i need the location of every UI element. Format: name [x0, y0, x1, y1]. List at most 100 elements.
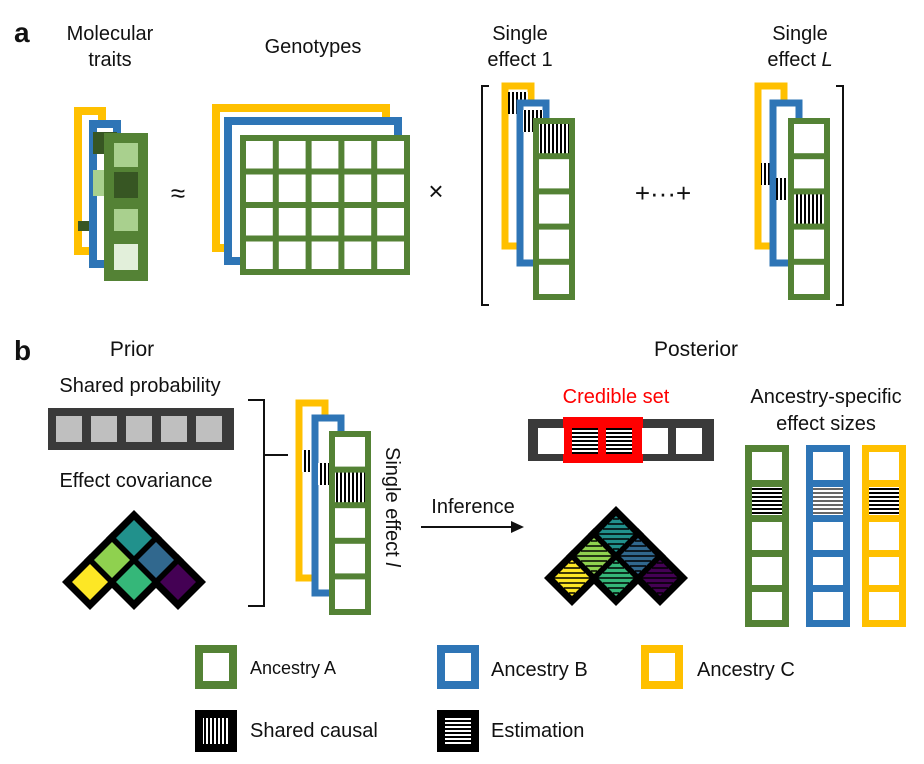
single-effect-l-ancestry-a-cell: [335, 508, 365, 538]
credible-set-bar: [528, 417, 714, 463]
genotype-cell: [278, 241, 306, 269]
legend-label-ancestry-c: Ancestry C: [697, 659, 795, 681]
single-effect-l-stack: [295, 399, 371, 615]
effect-size-cell: [752, 557, 782, 585]
effect-size-cell: [869, 522, 899, 550]
effect-size-cell: [752, 522, 782, 550]
legend-label-estimation: Estimation: [491, 720, 584, 742]
effect-size-cell: [813, 487, 843, 515]
set-cell: [538, 428, 564, 454]
molecular-traits-label-line1: Molecular: [67, 23, 154, 45]
single-effect-l-vertical-label: Single effect l: [381, 447, 403, 567]
inference-arrow: [421, 521, 524, 533]
genotype-cell: [344, 208, 372, 236]
estimation-pattern: [445, 718, 471, 744]
genotype-cell: [377, 241, 404, 269]
credible-set-cell: [606, 428, 632, 454]
single-effect-L-label-line1: Single: [772, 23, 828, 45]
probability-cell: [196, 416, 222, 442]
approx-symbol: ≈: [171, 178, 185, 208]
effect-covariance-label: Effect covariance: [59, 470, 212, 492]
posterior-effect-covariance-diamonds: [544, 506, 688, 606]
genotype-cell: [278, 174, 306, 202]
single-effect-1-label-line2: effect 1: [487, 49, 552, 71]
probability-cell: [161, 416, 187, 442]
molecular-traits-label-line2: traits: [88, 49, 131, 71]
prior-covariance-cell: [72, 564, 108, 600]
legend-swatch-ancestry-a: [195, 645, 237, 689]
credible-set-cell: [572, 428, 598, 454]
genotype-cell: [344, 174, 372, 202]
right-bracket: [836, 85, 844, 306]
effect-size-cell: [752, 487, 782, 515]
shared-causal-pattern: [203, 718, 229, 744]
genotype-cell: [344, 141, 372, 169]
panel-a-letter: a: [14, 17, 30, 48]
single-effect-L-ancestry-a-cell: [794, 124, 824, 154]
genotype-matrix-ancestry-a: [240, 135, 410, 275]
prior-covariance-cell: [138, 542, 174, 578]
effect-size-cell: [869, 557, 899, 585]
legend-label-ancestry-a: Ancestry A: [250, 658, 336, 678]
effect-size-cell: [869, 592, 899, 620]
genotype-cell: [246, 208, 273, 236]
genotype-cell: [311, 208, 339, 236]
prior-covariance-cell: [94, 542, 130, 578]
set-cell: [642, 428, 668, 454]
shared-probability-bar: [48, 408, 234, 450]
single-effect-1-ancestry-a-cell: [539, 229, 569, 259]
ancestry-specific-label-line1: Ancestry-specific: [750, 386, 901, 408]
genotype-cell: [311, 141, 339, 169]
genotype-cell: [311, 241, 339, 269]
single-effect-l-ancestry-a-cell: [335, 437, 365, 467]
legend-swatch-ancestry-c: [641, 645, 683, 689]
single-effect-L-label-line2: effect L: [767, 49, 832, 71]
times-symbol: ×: [428, 176, 443, 206]
single-effect-L-ancestry-a-cell: [794, 229, 824, 259]
single-effect-1-stack: [501, 82, 575, 300]
prior-covariance-cell: [160, 564, 196, 600]
effect-size-cell: [869, 487, 899, 515]
prior-effect-covariance-diamonds: [62, 510, 206, 610]
genotype-cell: [246, 241, 273, 269]
single-effect-1-ancestry-a-cell: [539, 124, 569, 154]
effect-size-cell: [752, 452, 782, 480]
legend-label-ancestry-b: Ancestry B: [491, 659, 588, 681]
set-cell: [676, 428, 702, 454]
left-bracket: [481, 85, 489, 306]
single-effect-1-label-line1: Single: [492, 23, 548, 45]
genotype-cell: [246, 141, 273, 169]
shared-probability-label: Shared probability: [59, 375, 220, 397]
single-effect-1-ancestry-a-cell: [539, 159, 569, 189]
effect-size-cell: [752, 592, 782, 620]
effect-size-cell: [813, 557, 843, 585]
legend-label-shared-causal: Shared causal: [250, 720, 378, 742]
posterior-label: Posterior: [654, 338, 738, 361]
inference-label: Inference: [431, 496, 514, 518]
legend-swatch-ancestry-b: [437, 645, 479, 689]
genotype-cell: [377, 208, 404, 236]
effect-size-cell: [813, 592, 843, 620]
probability-cell: [91, 416, 117, 442]
genotype-cell: [278, 208, 306, 236]
effect-size-cell: [813, 522, 843, 550]
genotypes-label: Genotypes: [265, 36, 362, 58]
legend: Ancestry A Ancestry B Ancestry C Shared …: [195, 645, 795, 752]
effect-size-cell: [869, 452, 899, 480]
prior-covariance-cell: [116, 520, 152, 556]
prior-brace: [248, 399, 288, 607]
single-effect-L-stack: [754, 82, 830, 300]
probability-cell: [126, 416, 152, 442]
single-effect-L-ancestry-a-cell: [794, 264, 824, 294]
ancestry-specific-label-line2: effect sizes: [776, 413, 876, 435]
single-effect-1-ancestry-a-cell: [539, 194, 569, 224]
genotype-cell: [377, 174, 404, 202]
molecular-traits-stack: [74, 107, 148, 281]
probability-cell: [56, 416, 82, 442]
ancestry-specific-columns: [745, 445, 906, 627]
single-effect-l-ancestry-a-cell: [335, 472, 365, 503]
genotype-cell: [377, 141, 404, 169]
single-effect-L-ancestry-a-cell: [794, 194, 824, 224]
prior-label: Prior: [110, 338, 154, 361]
